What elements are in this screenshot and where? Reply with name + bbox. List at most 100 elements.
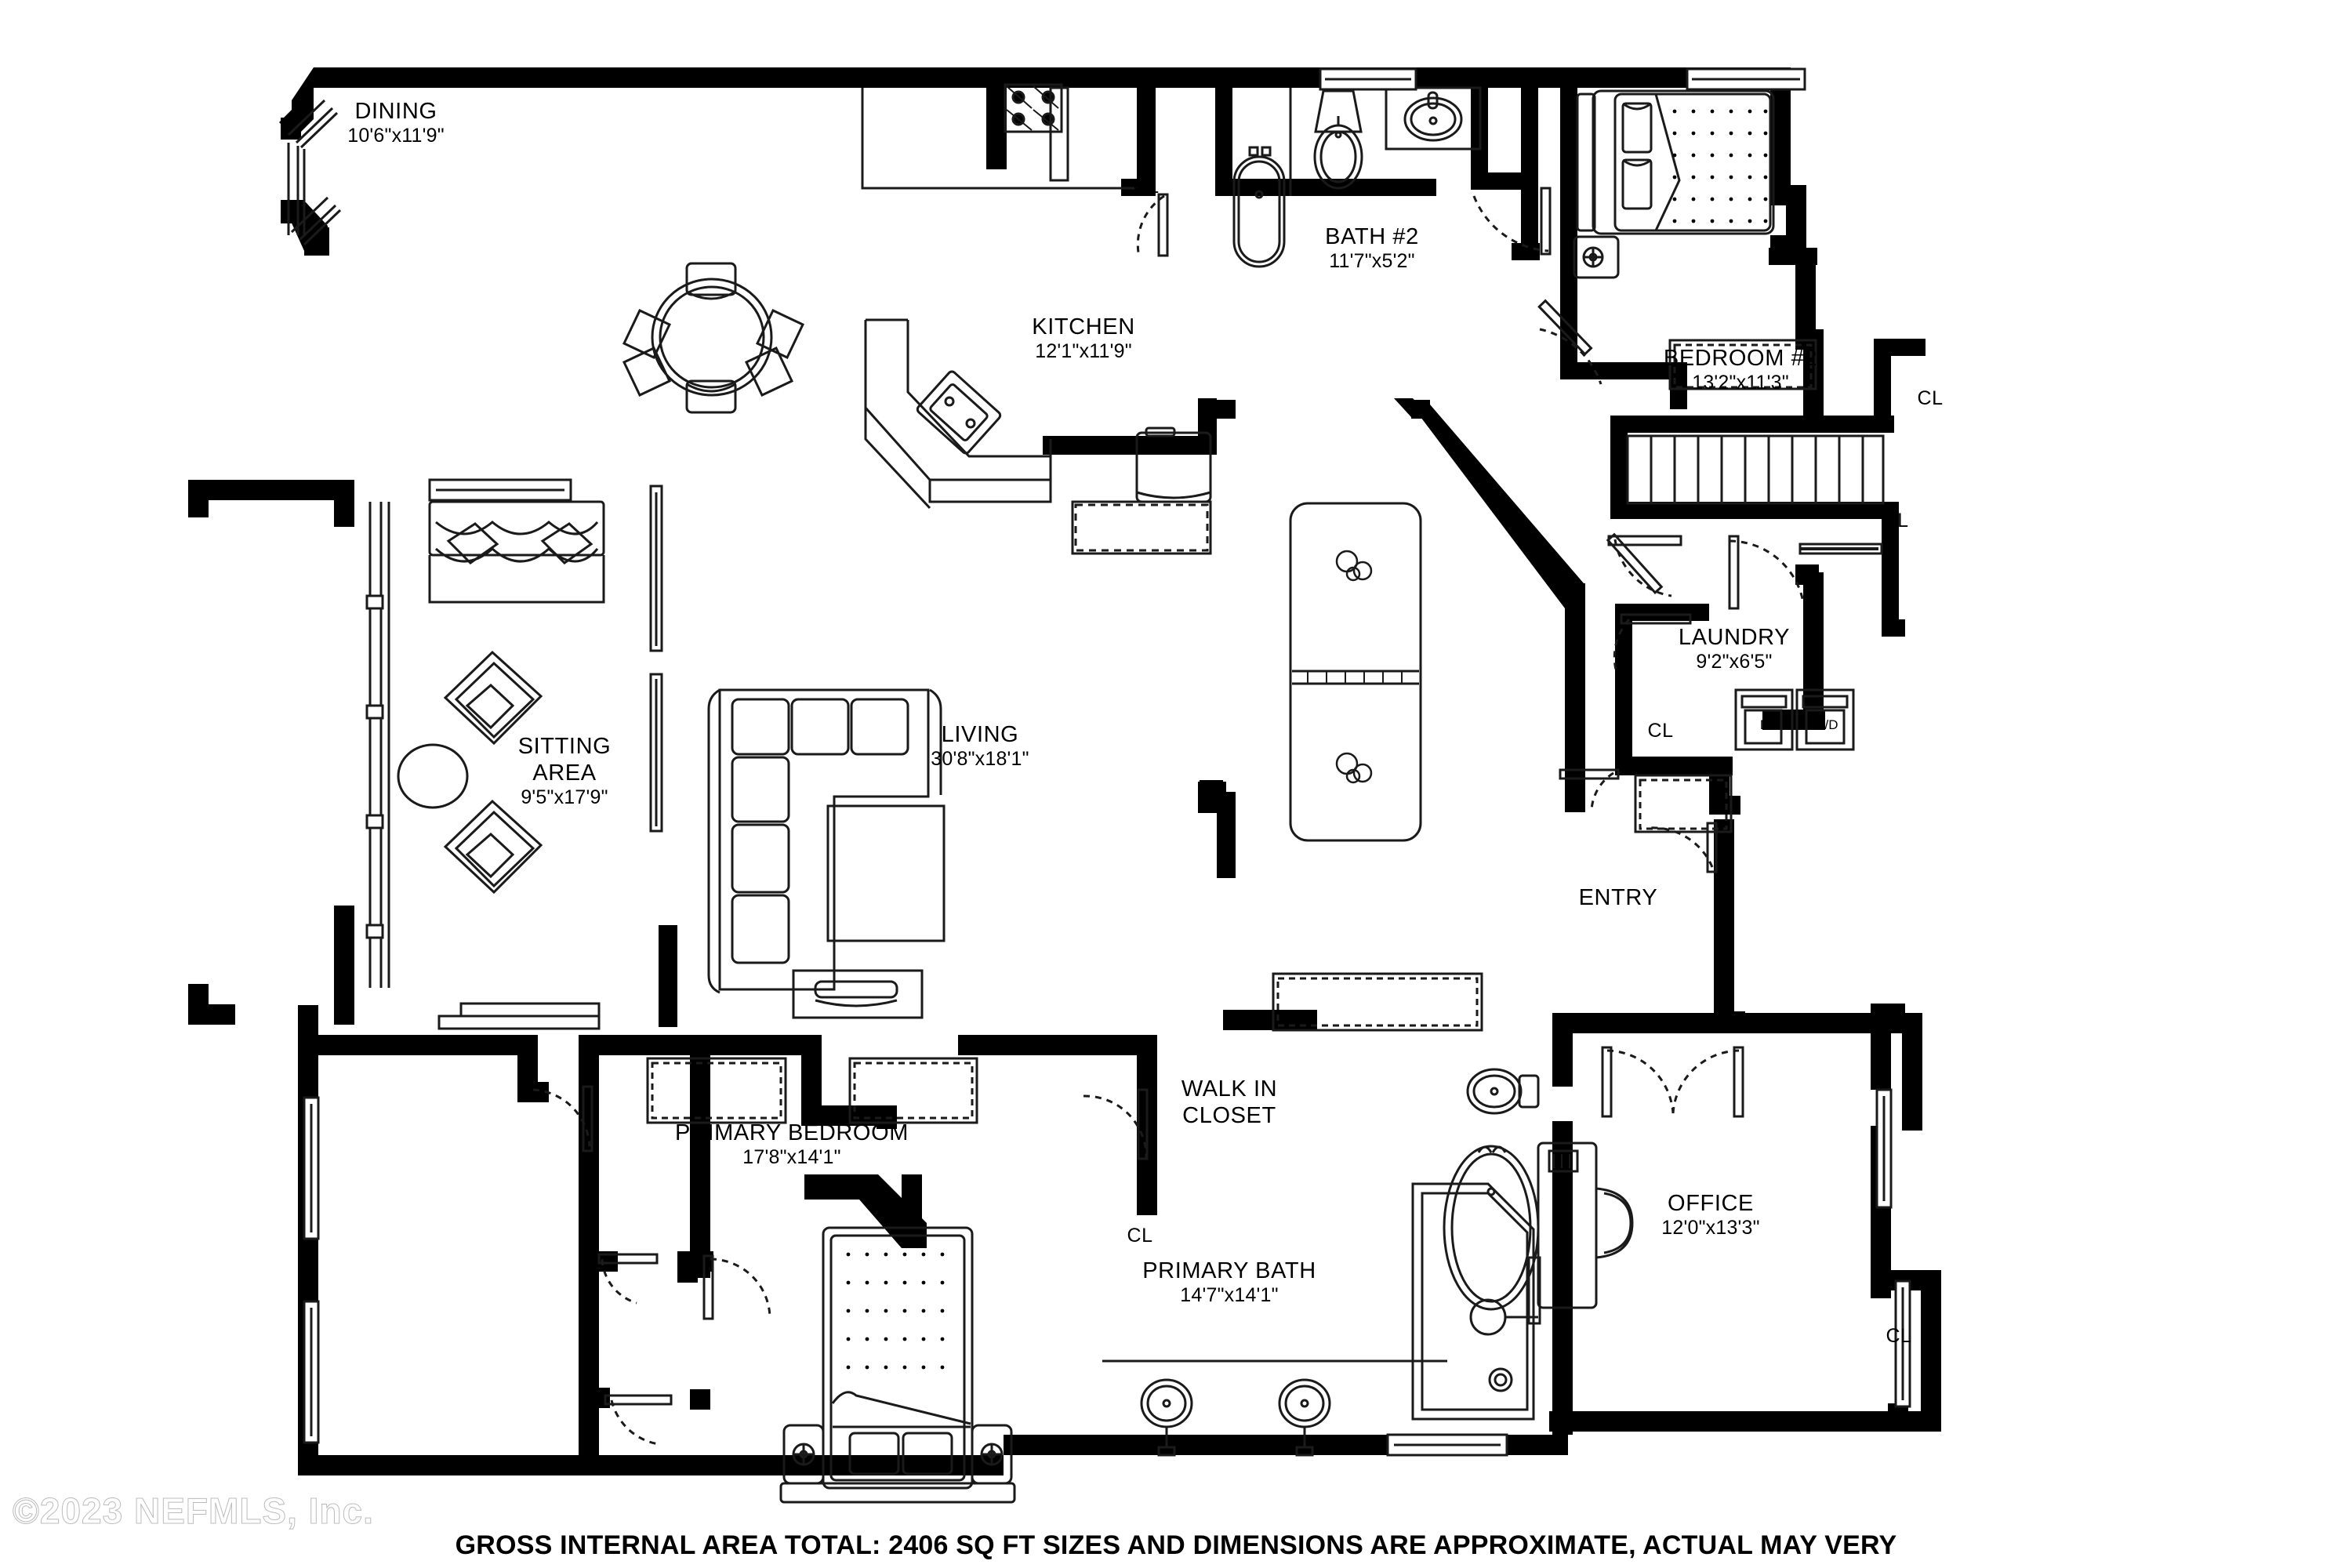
door-icon — [1671, 1046, 1744, 1118]
window-icon — [428, 478, 572, 502]
door-icon — [1049, 86, 1069, 182]
room-name: BEDROOM #2 — [1663, 346, 1818, 371]
room-name: LIVING — [941, 722, 1019, 747]
kitchen-peninsula-icon — [864, 318, 1052, 510]
closet-label-bath2-east: CL — [1479, 169, 1506, 191]
kitchen-undercounter-icon — [1074, 503, 1209, 552]
armchair-icon — [443, 650, 543, 746]
doors-group — [532, 86, 1883, 1446]
closet-label-bedroom2: CL — [1917, 387, 1944, 409]
door-icon — [1559, 768, 1620, 811]
furniture-group — [287, 67, 1911, 1504]
toilet-icon — [1313, 89, 1363, 190]
window-icon — [303, 1096, 320, 1240]
closet-label-kitchen: CL — [1133, 176, 1160, 198]
copyright-watermark: ©2023 NEFMLS, Inc. — [13, 1490, 374, 1532]
room-label-walk-in-closet: WALK IN CLOSET — [1143, 1076, 1316, 1129]
door-icon — [1083, 1088, 1149, 1160]
room-dimensions: 12'0"x13'3" — [1661, 1217, 1760, 1240]
window-icon — [649, 485, 663, 652]
closet-shelf-icon — [1276, 977, 1479, 1027]
window-icon — [649, 673, 663, 833]
primary-dresser-icon — [651, 1062, 782, 1120]
room-name: SITTING AREA — [517, 734, 612, 786]
sink-icon — [916, 370, 1002, 455]
closet-shelf-outline-icon — [1272, 972, 1483, 1032]
room-dimensions: 13'2"x11'3" — [1692, 372, 1789, 394]
door-icon — [604, 1394, 673, 1446]
window-icon — [1875, 1088, 1893, 1209]
room-name: KITCHEN — [1032, 314, 1135, 339]
sofa-icon — [428, 500, 605, 604]
door-icon — [702, 1254, 771, 1320]
room-label-primary-bath: PRIMARY BATH 14'7"x14'1" — [1112, 1258, 1347, 1308]
room-label-dining: DINING 10'6"x11'9" — [310, 98, 482, 148]
bathtub-icon — [1232, 146, 1286, 268]
room-name: DINING — [354, 99, 437, 124]
laundry-counter-outline-icon — [1634, 774, 1733, 833]
bed-icon — [779, 1226, 1016, 1504]
side-table-icon — [397, 743, 469, 809]
closet-label-primary-bath: CL — [1127, 1225, 1153, 1247]
room-dimensions: 30'8"x18'1" — [931, 748, 1029, 771]
room-label-bedroom-2: BEDROOM #2 13'2"x11'3" — [1646, 345, 1835, 395]
room-label-entry: ENTRY — [1532, 884, 1704, 911]
door-icon — [1472, 187, 1552, 256]
tv-console-icon — [792, 969, 924, 1019]
primary-dresser-outline-icon — [848, 1057, 978, 1124]
room-label-bath-2: BATH #2 11'7"x5'2" — [1286, 223, 1458, 274]
primary-dresser-icon — [853, 1062, 974, 1120]
window-icon — [303, 1300, 320, 1444]
room-label-sitting-area: SITTING AREA 9'5"x17'9" — [478, 733, 651, 810]
room-name: PRIMARY BEDROOM — [675, 1120, 909, 1145]
door-icon — [1606, 532, 1682, 597]
room-dimensions: 9'2"x6'5" — [1696, 651, 1773, 673]
appliance-label-dryer: D — [1759, 717, 1770, 732]
patio-ledge-icon — [437, 1002, 601, 1030]
room-name: WALK IN CLOSET — [1181, 1076, 1278, 1129]
toilet-icon — [1466, 1068, 1540, 1115]
door-icon — [597, 1253, 659, 1305]
room-name: PRIMARY BATH — [1142, 1258, 1316, 1283]
laundry-appliances-icon — [1734, 688, 1855, 751]
room-dimensions: 9'5"x17'9" — [521, 786, 608, 809]
door-icon — [532, 1085, 593, 1152]
room-dimensions: 14'7"x14'1" — [1180, 1284, 1279, 1307]
closet-label-laundry-west: CL — [1647, 720, 1674, 742]
door-icon — [1601, 1046, 1675, 1118]
window-icon — [1894, 1279, 1911, 1408]
sink-icon — [1385, 86, 1482, 151]
closet-label-office: CL — [1886, 1325, 1912, 1347]
nightstand-icon — [1573, 235, 1620, 279]
room-label-office: OFFICE 12'0"x13'3" — [1624, 1190, 1797, 1240]
window-icon — [1686, 67, 1806, 91]
door-icon — [1798, 543, 1883, 555]
closet-label-stair-east: CL — [1882, 510, 1909, 532]
bedroom2-dresser-outline-icon — [1668, 339, 1817, 390]
kitchen-island-icon — [1289, 502, 1422, 842]
bedroom2-dresser-icon — [1673, 343, 1813, 389]
laundry-counter-icon — [1639, 779, 1728, 830]
coffee-table-icon — [826, 804, 946, 942]
bath2-fixtures — [1232, 67, 1482, 268]
primary-dresser-outline-icon — [646, 1057, 787, 1124]
window-icon — [1386, 1433, 1508, 1457]
door-icon — [1537, 299, 1602, 385]
room-dimensions: 10'6"x11'9" — [347, 125, 445, 147]
room-dimensions: 17'8"x14'1" — [742, 1146, 841, 1169]
room-name: ENTRY — [1578, 885, 1658, 910]
door-icon — [1136, 193, 1169, 257]
window-icon — [1319, 67, 1417, 91]
stairs-icon — [1626, 434, 1885, 505]
door-icon — [1649, 822, 1718, 873]
round-dining-table-icon — [622, 262, 805, 414]
armchair-icon — [443, 799, 543, 895]
door-icon — [1728, 535, 1805, 610]
appliance-label-washer-dryer: W/D — [1812, 717, 1838, 732]
room-label-primary-bedroom: PRIMARY BEDROOM 17'8"x14'1" — [651, 1120, 933, 1170]
gross-area-footer-note: GROSS INTERNAL AREA TOTAL: 2406 SQ FT SI… — [455, 1530, 1897, 1560]
room-dimensions: 12'1"x11'9" — [1035, 340, 1132, 363]
bed-icon — [1576, 89, 1775, 235]
shower-icon — [1411, 1182, 1541, 1421]
